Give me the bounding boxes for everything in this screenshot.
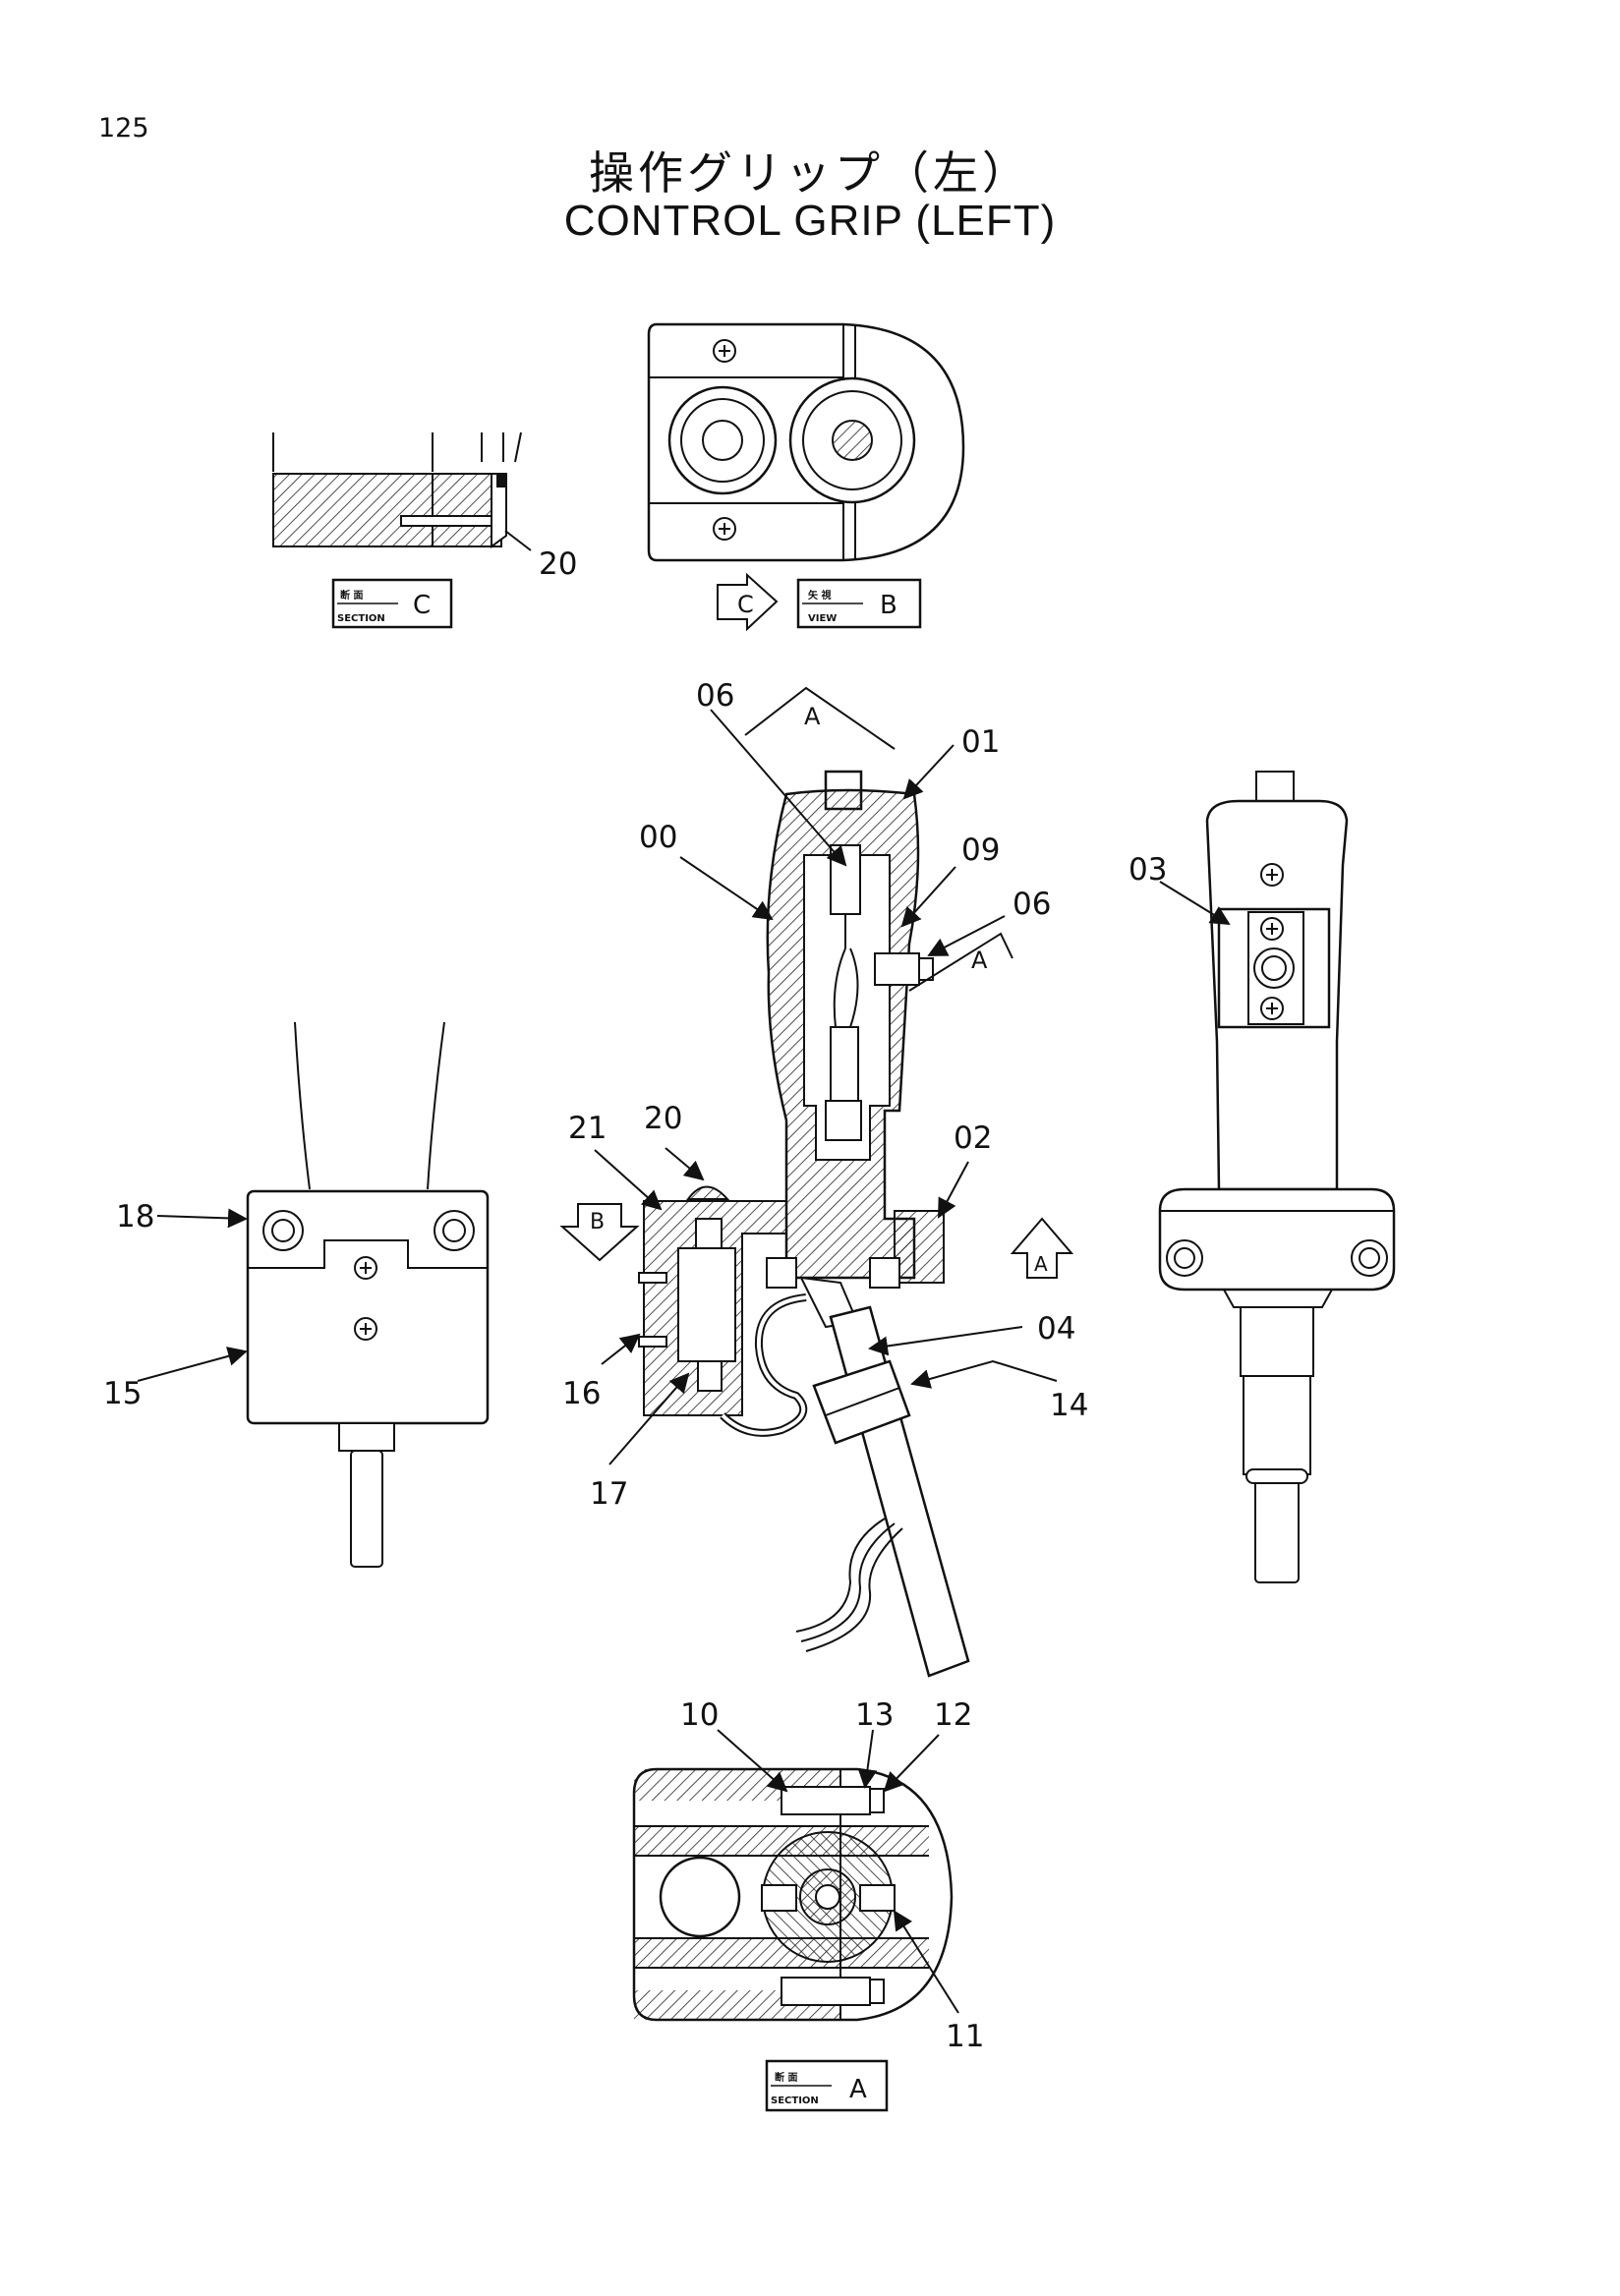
part-label-05: 06 [696, 678, 734, 714]
view-a-arrow: A [1010, 1217, 1074, 1279]
svg-text:B: B [590, 1210, 605, 1234]
part-label-14: 14 [1050, 1388, 1088, 1423]
main-section-view: A A [638, 686, 1013, 1678]
section-c-tag-en: SECTION [337, 613, 385, 624]
part-label-13: 13 [855, 1697, 894, 1733]
section-c-tag-letter: C [413, 591, 431, 620]
page-title-english: CONTROL GRIP (LEFT) [563, 197, 1057, 245]
section-c-tag: 断 面 SECTION C [331, 578, 453, 629]
view-b-tag-en: VIEW [808, 613, 837, 624]
section-c-tag-jp: 断 面 [340, 589, 363, 602]
section-a-tag-letter: A [849, 2075, 867, 2104]
part-label-06: 06 [1012, 887, 1051, 922]
page-title-japanese: 操作グリップ（左） [589, 146, 1031, 200]
cut-a-side-letter: A [971, 947, 988, 974]
part-label-09: 09 [961, 832, 1000, 868]
view-b-tag-jp: 矢 視 [808, 589, 831, 602]
part-label-16: 16 [562, 1376, 601, 1411]
svg-text:C: C [737, 591, 754, 618]
part-label-11: 11 [946, 2019, 984, 2054]
part-label-10: 10 [680, 1697, 719, 1733]
part-label-17: 17 [590, 1476, 628, 1512]
page-number: 125 [98, 113, 149, 144]
view-b-tag: 矢 視 VIEW B [796, 578, 922, 629]
left-side-view [246, 1021, 490, 1568]
part-label-01: 01 [961, 724, 1000, 760]
svg-text:A: A [1034, 1252, 1048, 1276]
part-label-21: 21 [568, 1111, 607, 1146]
part-label-12: 12 [934, 1697, 972, 1733]
part-label-00: 00 [639, 820, 677, 855]
section-a-tag-jp: 断 面 [775, 2071, 797, 2084]
section-a-detail [632, 1767, 954, 2022]
part-label-15: 15 [103, 1376, 142, 1411]
cut-a-top-letter: A [804, 703, 821, 730]
view-b-arrow: B [559, 1203, 640, 1262]
part-label-03: 03 [1128, 852, 1167, 888]
view-b-tag-letter: B [880, 591, 897, 620]
part-label-18: 18 [116, 1199, 154, 1234]
part-label-19: 20 [539, 546, 577, 582]
part-label-02: 02 [954, 1120, 992, 1156]
part-label-04: 04 [1037, 1311, 1075, 1347]
view-b-detail [647, 322, 965, 562]
section-a-tag: 断 面 SECTION A [765, 2059, 889, 2112]
view-c-arrow: C [717, 572, 779, 632]
right-side-view [1158, 771, 1396, 1583]
part-label-20: 20 [644, 1101, 682, 1136]
section-c-detail [272, 431, 532, 551]
section-a-tag-en: SECTION [771, 2095, 819, 2106]
